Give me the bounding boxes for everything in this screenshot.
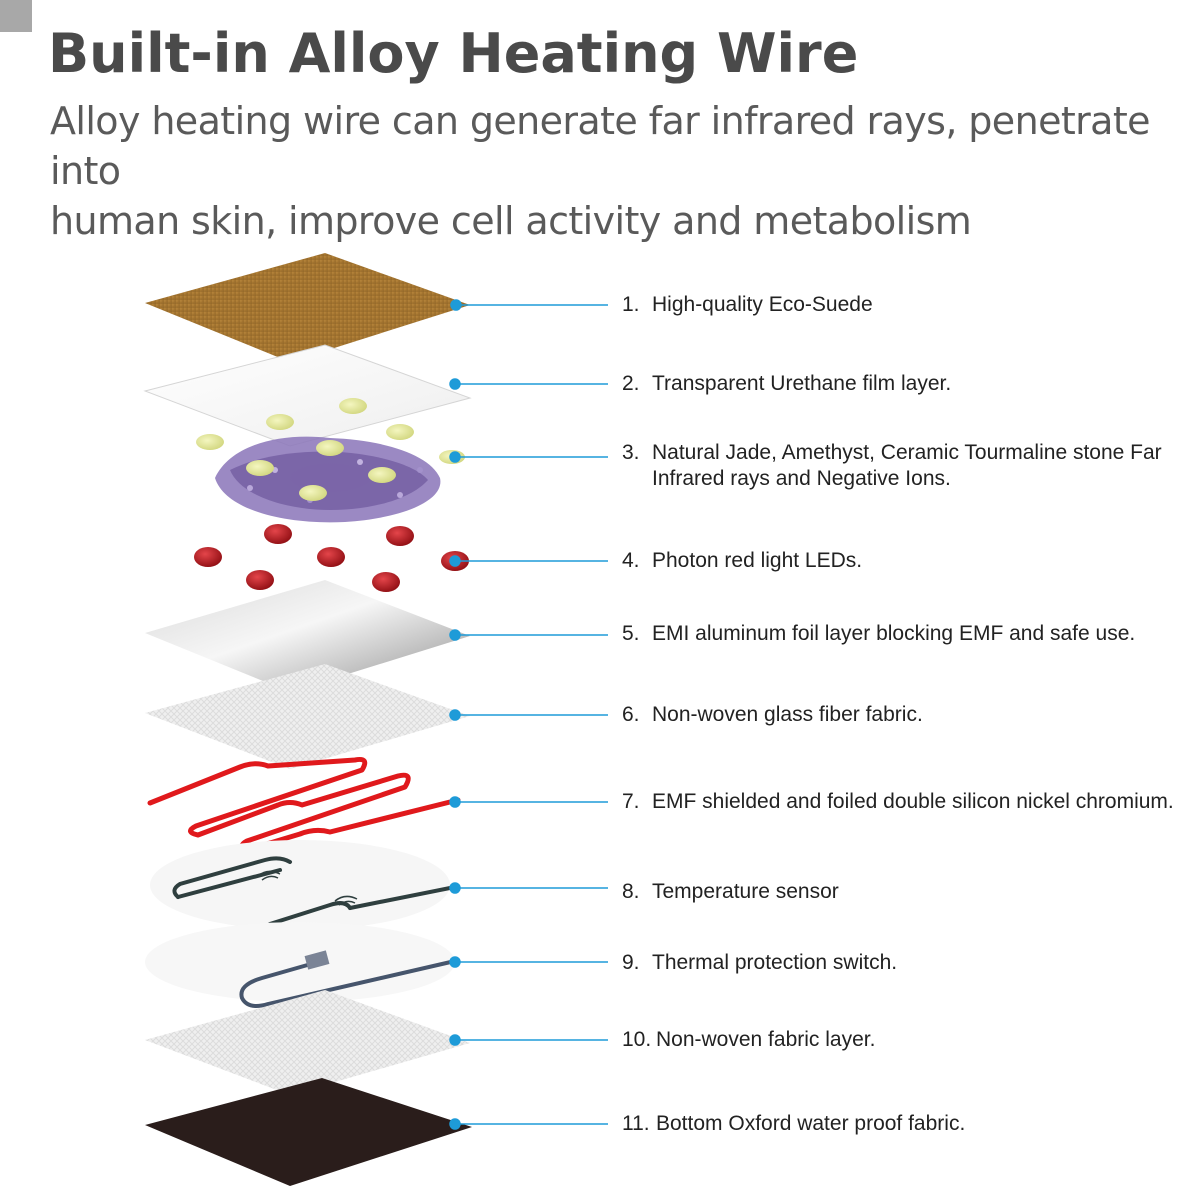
layer-label-8: 8. Temperature sensor: [622, 879, 839, 905]
layer-number: 2.: [622, 372, 640, 395]
stone-layer: [196, 398, 465, 523]
layer-text: Non-woven fabric layer.: [656, 1028, 876, 1051]
page-title: Built-in Alloy Heating Wire: [48, 22, 859, 85]
layer-number: 3.: [622, 441, 640, 464]
layer-number: 6.: [622, 703, 640, 726]
layer-text: EMI aluminum foil layer blocking EMF and…: [652, 622, 1136, 645]
layer-number: 1.: [622, 293, 640, 316]
layer-label-4: 4. Photon red light LEDs.: [622, 548, 862, 574]
glass-fiber-layer: [145, 664, 470, 769]
layer-number: 10.: [622, 1028, 652, 1051]
layer-label-7: 7. EMF shielded and foiled double silicon…: [622, 789, 1174, 815]
layer-label-5: 5. EMI aluminum foil layer blocking EMF a…: [622, 621, 1135, 647]
oxford-fabric-layer: [145, 1078, 472, 1186]
layer-text: Natural Jade, Amethyst, Ceramic Tourmali…: [652, 441, 1162, 490]
leader-lines: [449, 299, 608, 1130]
layer-number: 4.: [622, 549, 640, 572]
layer-text: EMF shielded and foiled double silicon n…: [652, 790, 1174, 813]
layer-label-2: 2. Transparent Urethane film layer.: [622, 371, 951, 397]
layer-label-1: 1. High-quality Eco-Suede: [622, 292, 873, 318]
layer-label-10: 10.Non-woven fabric layer.: [622, 1027, 875, 1053]
layer-number: 8.: [622, 880, 640, 903]
layer-number: 5.: [622, 622, 640, 645]
layer-text: Bottom Oxford water proof fabric.: [656, 1112, 966, 1135]
layer-number: 9.: [622, 951, 640, 974]
layer-number: 11.: [622, 1112, 650, 1135]
layer-text: Transparent Urethane film layer.: [652, 372, 952, 395]
eco-suede-layer: [145, 253, 470, 362]
layer-text: High-quality Eco-Suede: [652, 293, 873, 316]
aluminum-foil-layer: [145, 580, 470, 692]
layer-text: Photon red light LEDs.: [652, 549, 863, 572]
thermal-protection-switch: [145, 922, 457, 1008]
layer-label-9: 9. Thermal protection switch.: [622, 950, 897, 976]
led-layer: [194, 524, 469, 615]
layer-label-6: 6. Non-woven glass fiber fabric.: [622, 702, 923, 728]
heating-wire: [147, 757, 461, 852]
layer-label-3: 3. Natural Jade, Amethyst, Ceramic Tourma…: [622, 440, 1182, 492]
layer-text: Thermal protection switch.: [652, 951, 898, 974]
urethane-film-layer: [143, 344, 472, 447]
layer-text: Non-woven glass fiber fabric.: [652, 703, 923, 726]
layer-label-11: 11. Bottom Oxford water proof fabric.: [622, 1111, 965, 1137]
layer-number: 7.: [622, 790, 640, 813]
layer-text: Temperature sensor: [652, 880, 839, 903]
corner-mark: [0, 0, 32, 32]
non-woven-fabric-layer: [145, 990, 470, 1095]
page-subtitle: Alloy heating wire can generate far infr…: [50, 99, 1151, 243]
